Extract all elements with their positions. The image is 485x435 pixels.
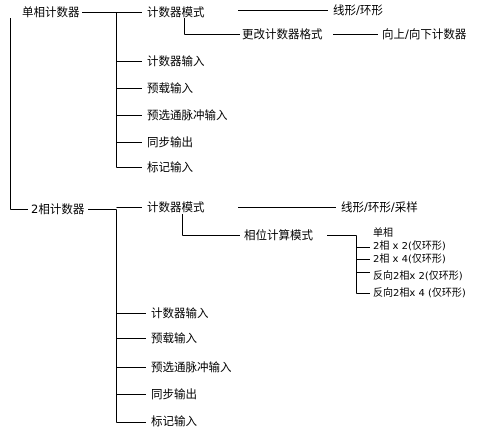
- two-counter-types-label: 线形/环形/采样: [341, 200, 418, 214]
- phase-option-2x4: 2相 x 4(仅环形): [373, 254, 446, 265]
- phase-calc-mode-label: 相位计算模式: [244, 228, 313, 242]
- two-preselect-pulse-input-label: 预选通脉冲输入: [151, 360, 232, 374]
- two-preload-input-label: 预载输入: [151, 331, 197, 345]
- two-marker-input-label: 标记输入: [151, 414, 197, 428]
- change-counter-format-label: 更改计数器格式: [242, 27, 323, 41]
- up-down-counter-label: 向上/向下计数器: [382, 27, 467, 41]
- two-phase-counter-title: 2相计数器: [31, 202, 85, 216]
- single-counter-mode-label: 计数器模式: [147, 5, 205, 19]
- two-counter-mode-label: 计数器模式: [147, 200, 205, 214]
- single-sync-output-label: 同步输出: [147, 135, 193, 149]
- phase-option-reverse-2x4: 反向2相x 4 (仅环形): [373, 288, 466, 299]
- two-counter-input-label: 计数器输入: [151, 306, 209, 320]
- phase-option-2x2: 2相 x 2(仅环形): [373, 241, 446, 252]
- single-preselect-pulse-input-label: 预选通脉冲输入: [147, 108, 228, 122]
- two-sync-output-label: 同步输出: [151, 387, 197, 401]
- phase-option-reverse-2x2: 反向2相x 2(仅环形): [373, 271, 463, 282]
- phase-option-single: 单相: [373, 228, 393, 239]
- single-marker-input-label: 标记输入: [147, 160, 193, 174]
- single-counter-input-label: 计数器输入: [147, 54, 205, 68]
- single-counter-types-label: 线形/环形: [333, 3, 383, 17]
- single-phase-counter-title: 单相计数器: [22, 5, 80, 19]
- single-preload-input-label: 预载输入: [147, 81, 193, 95]
